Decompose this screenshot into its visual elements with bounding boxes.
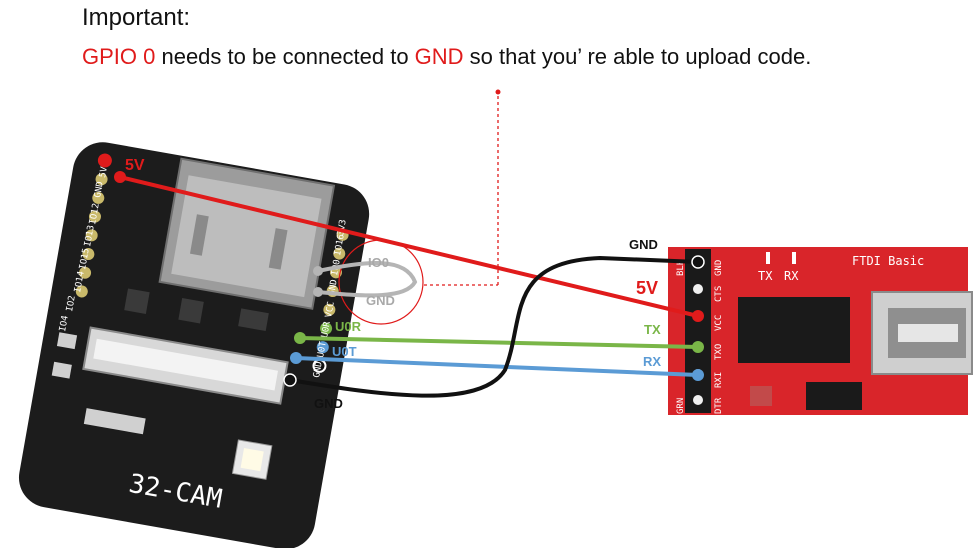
wire-tx: [299, 336, 699, 349]
ftdi-board: TX RX FTDI Basic BLK GND CTS VCC TXO RXI…: [668, 247, 973, 415]
note-gpio0: GPIO 0: [82, 44, 156, 69]
pin-u0r: [320, 322, 333, 335]
silk-io4: IO4: [58, 315, 71, 333]
wire-gnd-end-ftdi: [691, 255, 705, 269]
esp32-right-header: [312, 228, 349, 373]
smd-cap-2: [51, 361, 72, 379]
smd-chip-3: [238, 308, 269, 332]
ftdi-title: FTDI Basic: [852, 254, 924, 268]
important-heading: Important:: [82, 4, 191, 31]
sd-card-cover: [171, 175, 322, 298]
pin-io14: [82, 248, 95, 261]
pin-vcc: [323, 303, 336, 316]
jumper-end-gnd: [313, 287, 323, 297]
silk-u0r: U0R: [320, 320, 333, 338]
ftdi-pin-header: [685, 249, 711, 413]
silk-io15: IO15: [78, 247, 92, 270]
label-u0t: U0T: [332, 344, 357, 359]
led-tx-icon: [766, 252, 770, 264]
wire-tx-end-ftdi: [692, 341, 704, 353]
ftdi-silk-blk: BLK: [676, 259, 686, 276]
smd-resistor-array: [83, 408, 146, 435]
ftdi-led-rx-label: RX: [784, 269, 799, 283]
pin-u0t: [316, 341, 329, 354]
esp32-top-pin-labels: 5V GND IO12 IO13 IO15 IO14 IO2 IO4: [58, 166, 110, 333]
pin-io4: [75, 285, 88, 298]
ftdi-silk-grn: GRN: [676, 398, 686, 414]
wire-rx-end-esp: [290, 352, 302, 364]
label-rx-ftdi: RX: [643, 354, 661, 369]
pin-gnd-top: [95, 173, 108, 186]
pin-5v: [97, 153, 112, 168]
silk-io16: IO16: [333, 233, 347, 256]
silk-vcc: VCC: [324, 301, 337, 319]
ftdi-chip: [738, 297, 850, 363]
silk-u0t: U0T: [316, 340, 329, 358]
ftdi-silk-txo: TXO: [714, 344, 724, 360]
callout-gnd-label: GND: [366, 293, 395, 308]
callout-io0-label: IO0: [368, 255, 389, 270]
pin-io12: [92, 191, 105, 204]
wires: [114, 171, 705, 398]
io0-gnd-callout: IO0 GND: [313, 89, 501, 325]
note-gnd: GND: [414, 44, 464, 69]
silk-io13: IO13: [83, 224, 97, 247]
silk-gnd: GND: [93, 181, 106, 199]
silk-io2: IO2: [65, 295, 78, 313]
ftdi-regulator: [806, 382, 862, 410]
wire-rx: [295, 356, 699, 377]
flash-led-lens: [240, 448, 264, 472]
ftdi-silk-rxi: RXI: [714, 372, 724, 388]
wire-5v-end-ftdi: [692, 310, 704, 322]
smd-chip-2: [178, 298, 204, 324]
ftdi-smd-pad: [750, 386, 772, 406]
esp32-cam-board: 32-CAM: [18, 142, 370, 548]
ftdi-silk-dtr: DTR: [714, 397, 724, 414]
ftdi-led-tx-label: TX: [758, 269, 773, 283]
ftdi-silk-cts: CTS: [714, 286, 724, 302]
wire-labels: 5V U0R U0T GND GND 5V TX RX: [125, 157, 661, 411]
esp32-left-header: [75, 153, 112, 298]
silk-io14: IO14: [73, 270, 87, 293]
gpio0-note: GPIO 0 needs to be connected to GND so t…: [82, 44, 811, 70]
wire-rx-end-ftdi: [692, 369, 704, 381]
pin-io15: [85, 229, 98, 242]
io0-gnd-jumper-wire: [317, 260, 418, 298]
silk-io12: IO12: [88, 202, 102, 225]
sd-notch-right: [268, 228, 288, 270]
esp32-side-pin-labels: 3V3 IO16 IO0 GND VCC U0R U0T GND: [312, 219, 349, 379]
ribbon-contacts: [93, 338, 278, 391]
callout-anchor-dot: [495, 89, 501, 95]
silk-gnd-3: GND: [312, 361, 325, 379]
led-rx-icon: [792, 252, 796, 264]
wire-gnd: [289, 255, 699, 398]
smd-cap-1: [56, 332, 78, 350]
usb-port-tongue: [898, 324, 958, 342]
pin-io13: [88, 210, 101, 223]
label-gnd-ftdi: GND: [629, 237, 658, 252]
label-5v-esp: 5V: [125, 157, 145, 174]
wire-5v: [119, 175, 699, 318]
note-text-a: needs to be connected to: [155, 44, 415, 69]
jumper-end-io0: [313, 266, 323, 276]
wire-5v-end-esp: [114, 171, 126, 183]
smd-chip-1: [124, 288, 150, 314]
silk-5v: 5V: [98, 166, 110, 179]
note-text-b: so that you’ re able to upload code.: [463, 44, 812, 69]
label-5v-ftdi: 5V: [636, 278, 658, 298]
ftdi-silk-gnd: GND: [714, 260, 724, 276]
ftdi-silk-vcc: VCC: [714, 315, 724, 331]
ftdi-pin-2: [693, 284, 703, 294]
label-u0r: U0R: [335, 319, 362, 334]
label-tx-ftdi: TX: [644, 322, 661, 337]
wire-gnd-end-esp: [283, 373, 297, 387]
sd-notch-left: [189, 214, 209, 256]
pin-io16: [333, 247, 346, 260]
ftdi-pin-6: [693, 395, 703, 405]
wire-tx-end-esp: [294, 332, 306, 344]
pin-io2: [79, 266, 92, 279]
label-gnd-esp: GND: [314, 396, 343, 411]
